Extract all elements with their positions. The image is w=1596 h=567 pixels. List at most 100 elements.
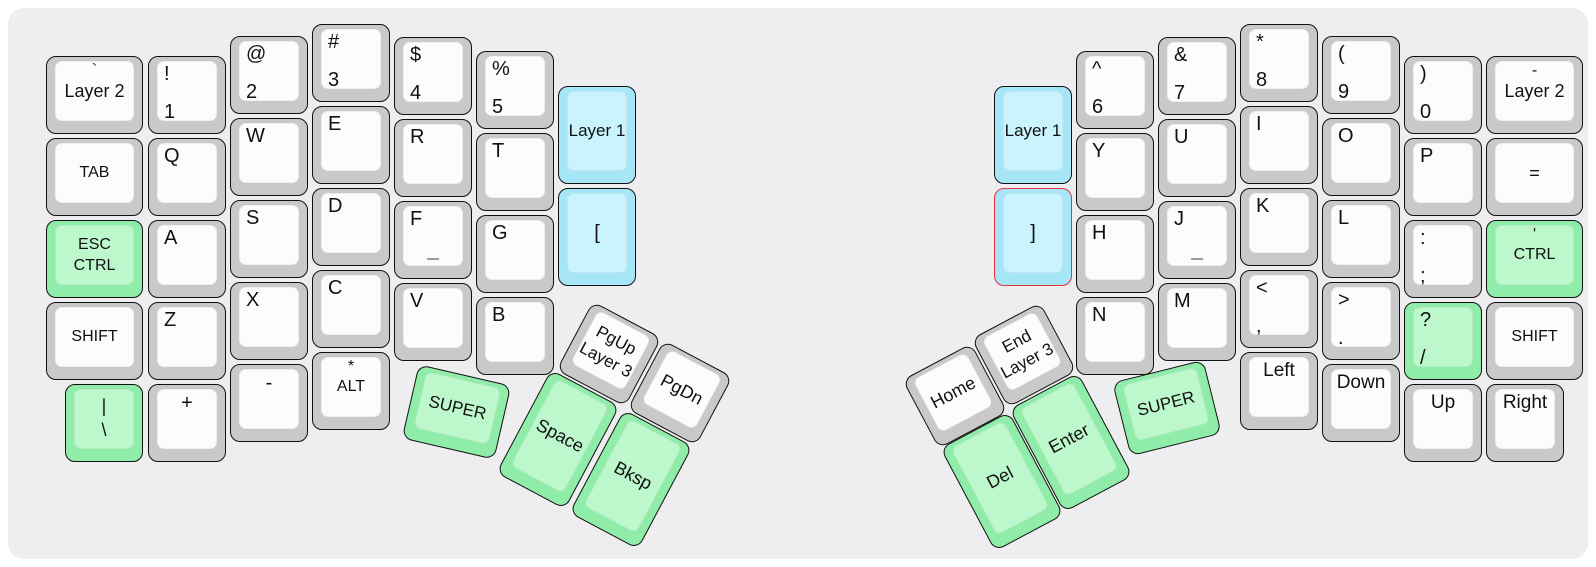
key-percent-5[interactable]: %5 — [476, 51, 554, 129]
key-a[interactable]: A — [148, 220, 226, 298]
keycap-top: SUPER — [413, 371, 502, 446]
key-label: ) — [1420, 63, 1427, 85]
key-label: 3 — [328, 69, 340, 91]
key-star-8[interactable]: *8 — [1240, 24, 1318, 102]
key-r[interactable]: R — [394, 119, 472, 197]
key-lbracket[interactable]: [ — [558, 188, 636, 286]
key-label: CTRL — [73, 257, 116, 274]
key-label: G — [492, 222, 508, 244]
key-f[interactable]: F — [394, 201, 472, 279]
key-arrow-left[interactable]: Left — [1240, 352, 1318, 430]
key-label: * — [1256, 31, 1264, 53]
key-label: X — [246, 289, 260, 311]
key-rparen-0[interactable]: )0 — [1404, 56, 1482, 134]
keycap-top: Home — [912, 351, 994, 434]
key-g[interactable]: G — [476, 215, 554, 293]
key-colon-semi[interactable]: :; — [1404, 220, 1482, 298]
key-minus-layer2[interactable]: -Layer 2 — [1486, 56, 1583, 134]
key-label: 5 — [492, 96, 504, 118]
key-excl-1[interactable]: !1 — [148, 56, 226, 134]
key-layer1-left[interactable]: Layer 1 — [558, 86, 636, 184]
key-minus[interactable]: - — [230, 364, 308, 442]
key-hash-3[interactable]: #3 — [312, 24, 390, 102]
key-t[interactable]: T — [476, 133, 554, 211]
key-d[interactable]: D — [312, 188, 390, 266]
key-label: O — [1338, 125, 1354, 147]
key-caret-6[interactable]: ^6 — [1076, 51, 1154, 129]
key-arrow-up[interactable]: Up — [1404, 384, 1482, 462]
key-gt-dot[interactable]: >. — [1322, 282, 1400, 360]
key-label: E — [328, 113, 342, 135]
key-s[interactable]: S — [230, 200, 308, 278]
key-label: 7 — [1174, 82, 1186, 104]
keycap-top: Left — [1249, 357, 1309, 417]
keycap-top: K — [1249, 193, 1309, 253]
key-label: ; — [1420, 265, 1426, 287]
key-o[interactable]: O — [1322, 118, 1400, 196]
key-m[interactable]: M — [1158, 283, 1236, 361]
key-n[interactable]: N — [1076, 297, 1154, 375]
key-c[interactable]: C — [312, 270, 390, 348]
homing-bar — [427, 258, 439, 260]
key-i[interactable]: I — [1240, 106, 1318, 184]
keycap-top: [ — [567, 193, 627, 273]
key-lparen-9[interactable]: (9 — [1322, 36, 1400, 114]
key-quote-ctrl[interactable]: 'CTRL — [1486, 220, 1583, 298]
key-label: SUPER — [1135, 387, 1197, 420]
key-amp-7[interactable]: &7 — [1158, 37, 1236, 115]
key-z[interactable]: Z — [148, 302, 226, 380]
key-h[interactable]: H — [1076, 215, 1154, 293]
key-dollar-4[interactable]: $4 — [394, 37, 472, 115]
key-y[interactable]: Y — [1076, 133, 1154, 211]
key-j[interactable]: J — [1158, 201, 1236, 279]
key-label: TAB — [79, 164, 110, 181]
key-layer1-right[interactable]: Layer 1 — [994, 86, 1072, 184]
key-super-left[interactable]: SUPER — [401, 364, 512, 460]
key-k[interactable]: K — [1240, 188, 1318, 266]
key-label: ( — [1338, 43, 1345, 65]
key-shift-right[interactable]: SHIFT — [1486, 302, 1583, 380]
keycap-top: - — [239, 369, 299, 429]
keycap-top: A — [157, 225, 217, 285]
key-star-alt[interactable]: *ALT — [312, 352, 390, 430]
key-rbracket[interactable]: ] — [994, 188, 1072, 286]
key-u[interactable]: U — [1158, 119, 1236, 197]
keycap-top: S — [239, 205, 299, 265]
key-shift-left[interactable]: SHIFT — [46, 302, 143, 380]
key-plus[interactable]: + — [148, 384, 226, 462]
key-tab[interactable]: TAB — [46, 138, 143, 216]
keycap-top: Layer 1 — [567, 91, 627, 171]
key-p[interactable]: P — [1404, 138, 1482, 216]
key-pipe-backslash[interactable]: |\ — [65, 384, 143, 462]
key-at-2[interactable]: @2 — [230, 36, 308, 114]
key-label: I — [1256, 113, 1262, 135]
key-lt-comma[interactable]: <, — [1240, 270, 1318, 348]
key-arrow-right[interactable]: Right — [1486, 384, 1564, 462]
key-x[interactable]: X — [230, 282, 308, 360]
key-v[interactable]: V — [394, 283, 472, 361]
keycap-top: !1 — [157, 61, 217, 122]
key-label: 0 — [1420, 101, 1432, 123]
keycap-top: |\ — [74, 389, 134, 449]
key-arrow-down[interactable]: Down — [1322, 364, 1400, 442]
keycap-top: *ALT — [321, 357, 381, 417]
key-b[interactable]: B — [476, 297, 554, 375]
key-l[interactable]: L — [1322, 200, 1400, 278]
key-w[interactable]: W — [230, 118, 308, 196]
keycap-top: `Layer 2 — [55, 61, 134, 121]
key-label: ! — [164, 63, 170, 85]
key-label: - — [1531, 62, 1538, 79]
key-label: H — [1092, 222, 1107, 244]
keycap-top: J — [1167, 206, 1227, 266]
key-question-slash[interactable]: ?/ — [1404, 302, 1482, 380]
key-q[interactable]: Q — [148, 138, 226, 216]
key-equals[interactable]: = — [1486, 138, 1583, 216]
key-e[interactable]: E — [312, 106, 390, 184]
key-grave-layer2[interactable]: `Layer 2 — [46, 56, 143, 134]
keycap-top: = — [1495, 143, 1574, 203]
keycap-top: PgDn — [641, 348, 723, 431]
key-label: Del — [983, 462, 1017, 493]
